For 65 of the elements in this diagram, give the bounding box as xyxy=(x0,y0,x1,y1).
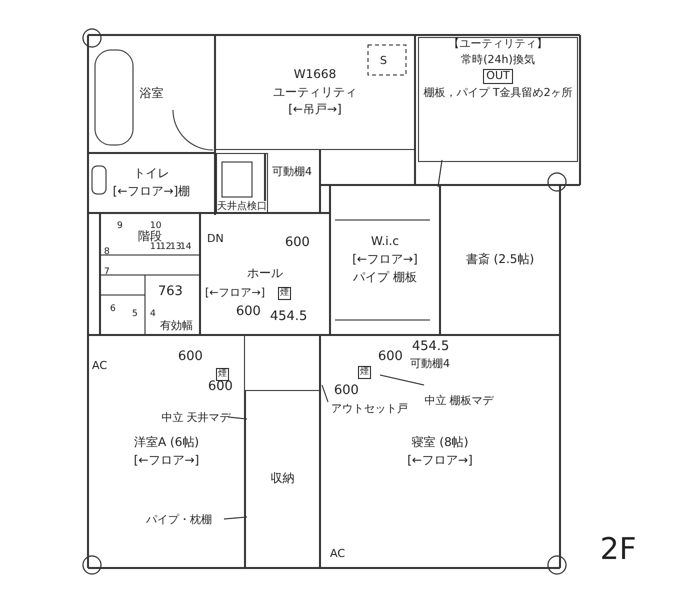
note-text: ユーティリティ xyxy=(273,86,357,100)
step-number: 13 xyxy=(170,243,182,252)
note-text: 棚板，パイプ T金具留め2ヶ所 xyxy=(423,86,573,100)
note-text: 中立 天井マデ xyxy=(161,412,231,424)
step-number: 10 xyxy=(150,222,162,231)
step-number: 9 xyxy=(117,222,123,231)
room-name: 書斎 (2.5帖) xyxy=(466,253,534,267)
room-area xyxy=(418,37,578,162)
dimension-text: 600 xyxy=(285,236,310,249)
note-text: [←フロア→] xyxy=(205,287,266,298)
note-text: [←フロア→]棚 xyxy=(112,185,190,199)
shelf-note: 可動棚4 xyxy=(272,166,312,177)
step-number: 5 xyxy=(132,310,138,319)
step-number: 11 xyxy=(150,243,162,252)
room-area xyxy=(216,153,268,213)
note-text: 中立 棚板マデ xyxy=(423,394,495,408)
room-name: 階段 xyxy=(138,230,162,243)
room-name: W.i.c xyxy=(370,235,400,250)
dimension-text: 763 xyxy=(158,285,183,298)
note-text: [←フロア→] xyxy=(134,454,200,468)
dimension-text: 600 xyxy=(178,350,203,363)
room-name: 洋室A (6帖) xyxy=(134,436,200,450)
step-number: 14 xyxy=(180,243,192,252)
dimension-text: 454.5 xyxy=(270,310,308,323)
equipment-mark: AC xyxy=(330,548,346,559)
step-number: 4 xyxy=(150,310,156,319)
step-number: 7 xyxy=(104,268,110,277)
room-name: 浴室 xyxy=(140,87,164,101)
leader-line xyxy=(228,416,248,420)
room-name: 天井点検口 xyxy=(217,200,267,212)
dimension-text: 454.5 xyxy=(412,340,450,353)
leader-line xyxy=(380,374,424,386)
note-text: [←吊戸→] xyxy=(288,103,342,118)
step-number: 8 xyxy=(104,248,110,257)
room-name: 寝室 (8帖) xyxy=(412,436,468,450)
note-text: 有効幅 xyxy=(160,320,193,331)
room-name: W1668 xyxy=(294,68,336,82)
floor-label: 2F xyxy=(600,535,636,565)
dimension-text: 600 xyxy=(378,350,403,363)
shelf-note: 可動棚4 xyxy=(410,358,450,369)
smoke-detector-mark: 煙 xyxy=(278,287,291,300)
leader-line xyxy=(224,516,248,520)
equipment-mark: AC xyxy=(92,360,108,371)
note-text: アウトセット戸 xyxy=(330,402,409,416)
smoke-detector-mark: 煙 xyxy=(216,368,229,381)
equipment-mark: S xyxy=(380,55,387,66)
note-text: 常時(24h)換気 xyxy=(461,54,535,66)
note-text: [←フロア→] xyxy=(352,253,418,267)
note-text: パイプ・枕棚 xyxy=(145,514,213,526)
note-text: OUT xyxy=(483,69,513,84)
leader-line xyxy=(438,160,442,188)
dimension-text: 600 xyxy=(236,305,261,318)
note-text: パイプ 棚板 xyxy=(353,270,417,285)
room-name: トイレ xyxy=(134,167,170,181)
note-text: 【ユーティリティ】 xyxy=(448,38,548,51)
leader-line xyxy=(322,384,328,402)
smoke-detector-mark: 煙 xyxy=(358,366,371,379)
dimension-text: 600 xyxy=(334,384,359,397)
room-name: ホール xyxy=(247,267,283,281)
room-name: 収納 xyxy=(270,472,294,486)
step-number: 6 xyxy=(110,305,116,314)
dimension-text: 600 xyxy=(208,380,233,393)
note-text: [←フロア→] xyxy=(407,454,473,468)
stair-direction: DN xyxy=(207,233,224,244)
step-number: 12 xyxy=(160,243,172,252)
